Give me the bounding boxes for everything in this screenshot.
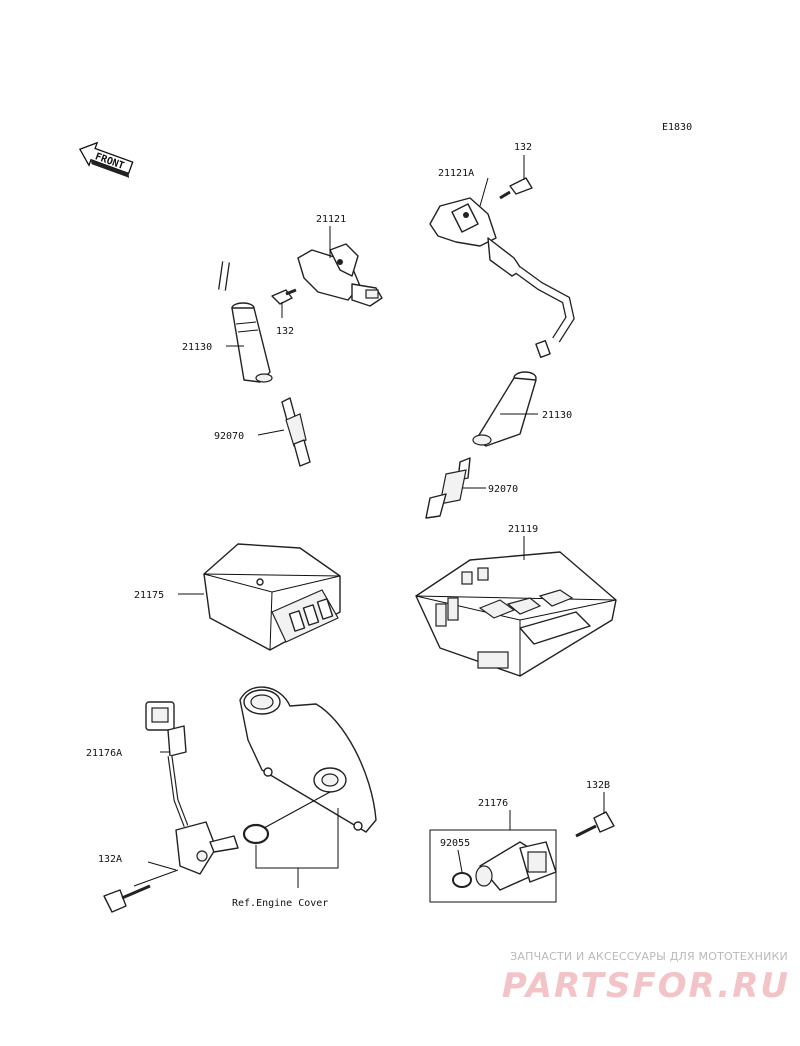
callout-21121A: 21121A <box>438 168 474 179</box>
ignition-coil-left <box>218 231 383 307</box>
bolt-132-left <box>271 288 297 305</box>
o-ring-left <box>242 823 270 845</box>
watermark-logo: PARTSFOR.RU <box>501 966 790 1006</box>
bolt-132B <box>575 811 615 838</box>
callout-21119: 21119 <box>508 524 538 535</box>
diagram-code: E1830 <box>662 122 692 133</box>
sensor-21176 <box>429 829 557 903</box>
callout-ref-engine-cover: Ref.Engine Cover <box>232 898 328 909</box>
sensor-21176A <box>145 701 239 875</box>
ecu-unit <box>415 551 617 677</box>
callout-132B: 132B <box>586 780 610 791</box>
spark-plug-left <box>281 397 311 467</box>
bolt-132-right <box>499 177 533 200</box>
plug-cap-right <box>472 371 537 447</box>
leader-lines <box>133 155 605 888</box>
callout-132A: 132A <box>98 854 122 865</box>
spark-plug-right <box>425 457 471 519</box>
callout-92055: 92055 <box>440 838 470 849</box>
engine-cover <box>239 686 377 833</box>
watermark-tagline: ЗАПЧАСТИ И АКСЕССУАРЫ ДЛЯ МОТОТЕХНИКИ <box>510 950 788 963</box>
callouts: 21121 132 21130 92070 132 21121A 21130 9… <box>86 142 610 909</box>
callout-132-left: 132 <box>276 326 294 337</box>
callout-21130-left: 21130 <box>182 342 212 353</box>
regulator-box <box>203 543 341 651</box>
plug-cap-left <box>231 302 273 383</box>
callout-21176A: 21176A <box>86 748 122 759</box>
ignition-coil-right <box>429 197 575 358</box>
callout-92070-right: 92070 <box>488 484 518 495</box>
bolt-132A <box>103 884 151 913</box>
callout-21130-right: 21130 <box>542 410 572 421</box>
callout-92070-left: 92070 <box>214 431 244 442</box>
callout-132-right: 132 <box>514 142 532 153</box>
callout-21175: 21175 <box>134 590 164 601</box>
callout-21176: 21176 <box>478 798 508 809</box>
callout-21121: 21121 <box>316 214 346 225</box>
front-arrow-icon: FRONT <box>78 141 134 178</box>
